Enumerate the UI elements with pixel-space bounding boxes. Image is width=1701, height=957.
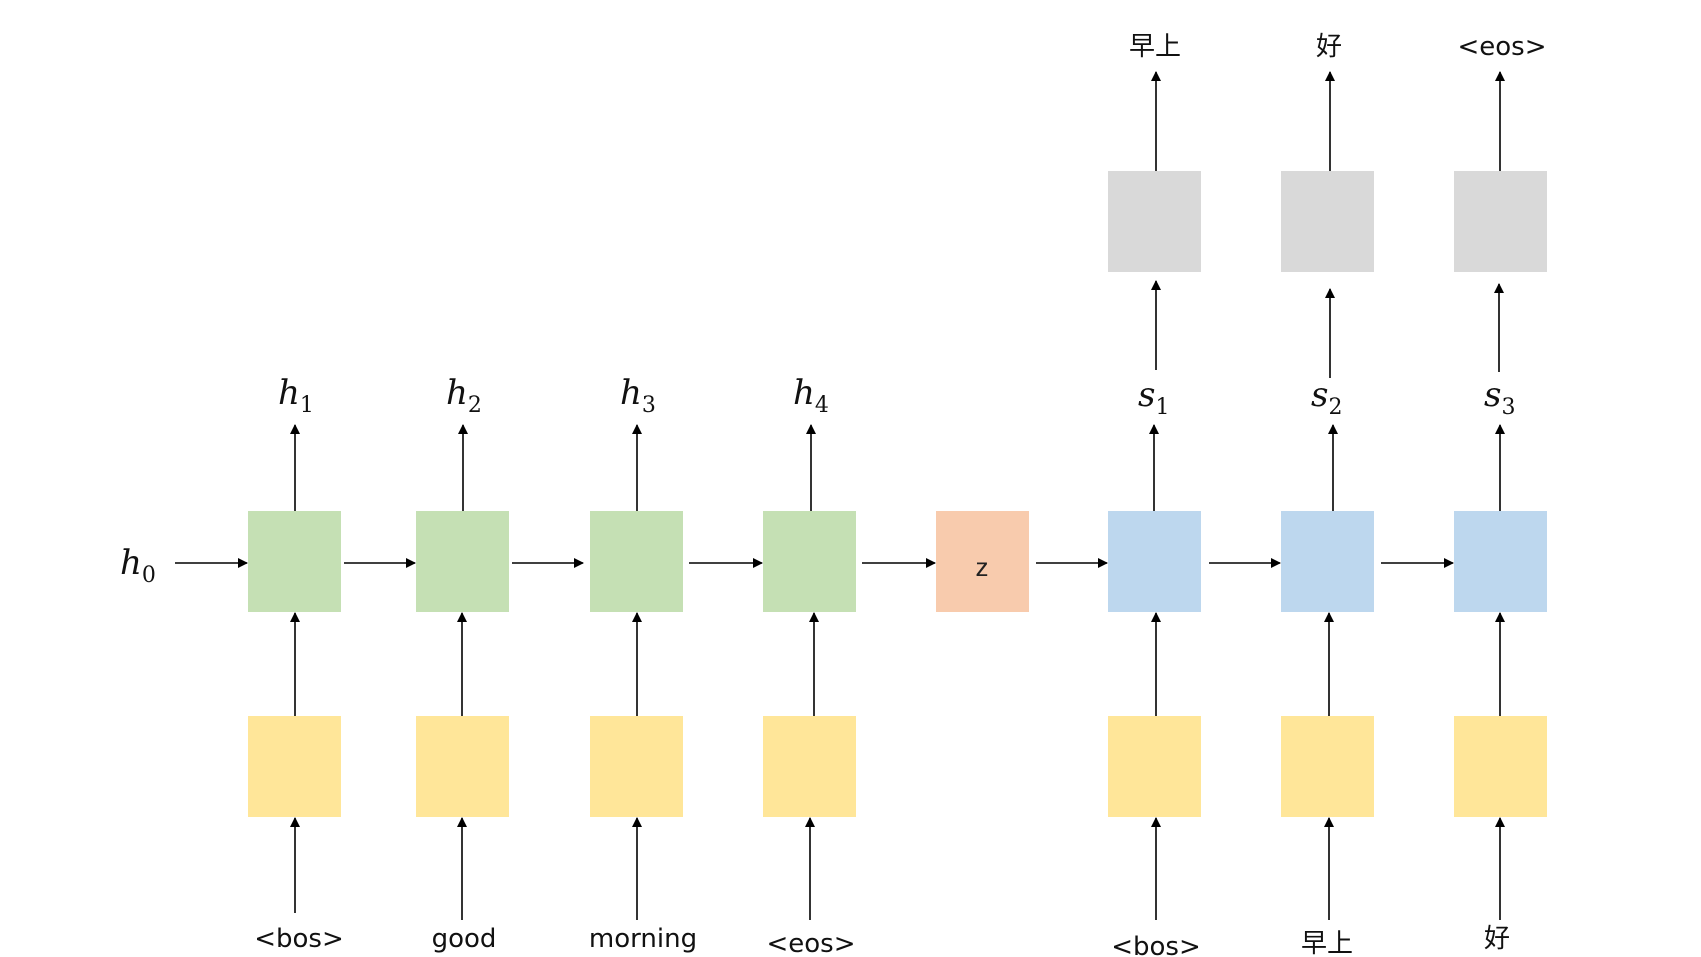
encoder-input-token: <eos> — [766, 929, 855, 957]
encoder-cell — [590, 511, 683, 612]
encoder-embedding-box — [763, 716, 856, 817]
decoder-state-label: s1 — [1138, 375, 1169, 420]
decoder-input-token: <bos> — [1111, 932, 1201, 957]
decoder-output-token: 好 — [1316, 32, 1342, 62]
encoder-cell — [248, 511, 341, 612]
arrows — [175, 71, 1505, 920]
output-box — [1108, 171, 1201, 272]
encoder-state-label: h4 — [793, 373, 829, 418]
encoder-cell — [416, 511, 509, 612]
encoder-state-label: h3 — [620, 373, 656, 418]
decoder-embedding-box — [1108, 716, 1201, 817]
output-box — [1454, 171, 1547, 272]
encoder-state-label: h1 — [278, 373, 314, 418]
decoder-output-token: 早上 — [1129, 32, 1181, 62]
decoder-embedding-box — [1281, 716, 1374, 817]
decoder-output-token: <eos> — [1457, 32, 1546, 62]
context-label: z — [976, 552, 989, 582]
decoder-embedding-box — [1454, 716, 1547, 817]
encoder-cell — [763, 511, 856, 612]
encoder-embedding-box — [248, 716, 341, 817]
decoder-input-token: 好 — [1484, 924, 1510, 954]
encoder-embedding-box — [590, 716, 683, 817]
decoder-cell — [1454, 511, 1547, 612]
encoder-state-label: h2 — [446, 373, 482, 418]
encoder-input-token: good — [432, 924, 497, 954]
decoder-cell — [1281, 511, 1374, 612]
encoder-input-token: <bos> — [254, 924, 344, 954]
initial-state-label: h0 — [120, 543, 156, 588]
encoder-embedding-box — [416, 716, 509, 817]
output-box — [1281, 171, 1374, 272]
encoder-input-token: morning — [589, 924, 697, 954]
decoder-state-label: s3 — [1484, 375, 1515, 420]
decoder-state-label: s2 — [1311, 375, 1342, 420]
decoder-cell — [1108, 511, 1201, 612]
context-vector-box — [936, 511, 1029, 612]
decoder-input-token: 早上 — [1301, 929, 1353, 957]
